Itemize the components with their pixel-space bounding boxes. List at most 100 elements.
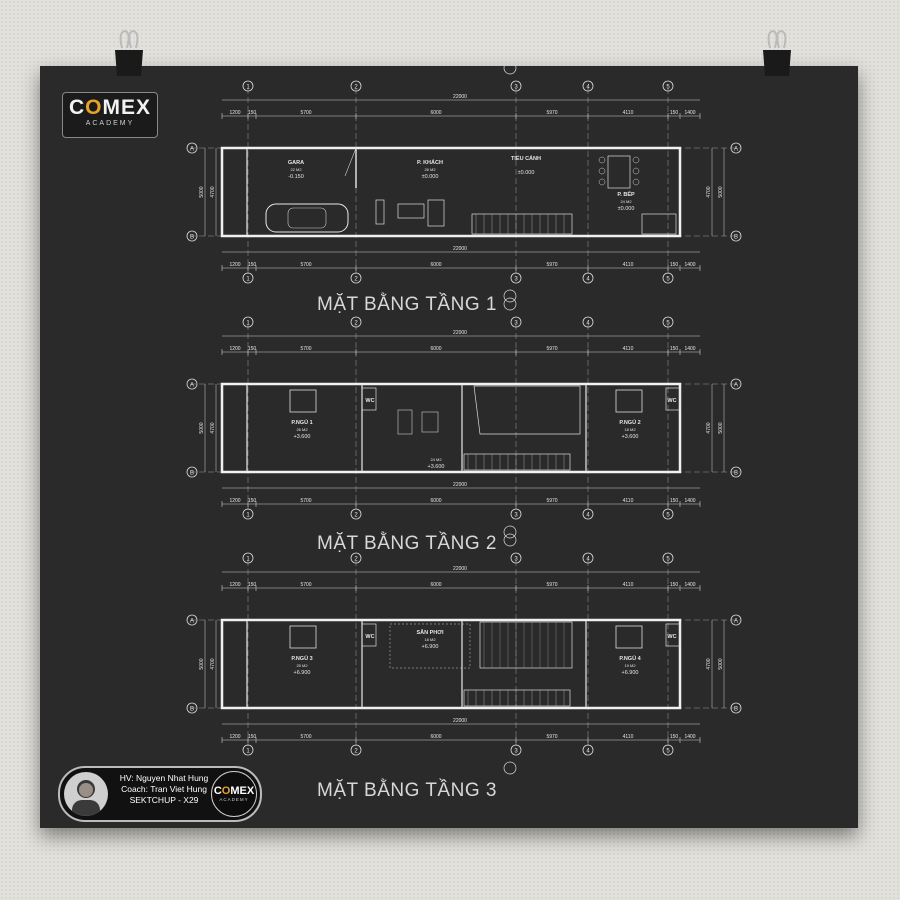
dimension-text: 1200 — [229, 262, 240, 268]
grid-label: 5 — [666, 277, 670, 283]
logo-sub: ACADEMY — [85, 120, 135, 127]
exterior-wall — [220, 382, 682, 474]
dimension-text: 4700 — [706, 658, 712, 669]
grid-label: 2 — [354, 749, 358, 755]
sofa-icon — [375, 199, 385, 225]
car-icon — [265, 203, 349, 233]
grid-bubble — [186, 702, 198, 714]
chair-icon — [598, 178, 606, 186]
room-level: -0.150 — [288, 174, 304, 180]
grid-label: A — [190, 147, 194, 153]
grid-label: B — [734, 707, 738, 713]
car-roof — [287, 207, 327, 229]
room-level: +3.600 — [428, 464, 445, 470]
dimension-text: 1200 — [229, 110, 240, 116]
wc-room — [361, 623, 377, 647]
grid-label: 2 — [354, 321, 358, 327]
dimension-text: 4700 — [210, 658, 216, 669]
dimension-text: 1200 — [229, 734, 240, 740]
dimension-total: 22000 — [453, 246, 467, 252]
grid-bubble — [730, 378, 742, 390]
grid-label: 4 — [586, 85, 590, 91]
grid-label: 4 — [586, 321, 590, 327]
grid-label: 1 — [246, 557, 250, 563]
room-level: +3.600 — [294, 434, 311, 440]
grid-label: 5 — [666, 557, 670, 563]
room-name: P. BẾP — [617, 191, 635, 198]
grid-label: 4 — [586, 749, 590, 755]
section-arrow-icon — [503, 66, 517, 75]
wc-room — [665, 387, 681, 411]
chair-icon — [632, 156, 640, 164]
grid-bubble — [662, 316, 674, 328]
dimension-text: 5700 — [300, 582, 311, 588]
dimension-text: 5700 — [300, 734, 311, 740]
bed-icon — [289, 389, 317, 413]
bed-icon — [615, 625, 643, 649]
dimension-text: 5000 — [199, 658, 205, 669]
grid-label: 3 — [514, 513, 518, 519]
grid-label: 3 — [514, 749, 518, 755]
dimension-text: 150 — [670, 262, 679, 268]
grid-label: 1 — [246, 277, 250, 283]
grid-bubble — [510, 744, 522, 756]
dimension-text: 4700 — [210, 186, 216, 197]
dimension-text: 1400 — [684, 734, 695, 740]
grid-label: B — [190, 471, 194, 477]
grid-label: A — [734, 147, 738, 153]
stair — [471, 213, 573, 235]
plan-title-2: MẶT BẰNG TẦNG 2 — [317, 533, 497, 554]
room-name: WC — [365, 634, 374, 640]
section-arrow-icon — [503, 289, 517, 303]
grid-bubble — [350, 316, 362, 328]
credit-badge: HV: Nguyen Nhat Hung Coach: Tran Viet Hu… — [58, 766, 262, 822]
dimension-text: 5970 — [546, 498, 557, 504]
door-swing — [344, 147, 357, 177]
grid-bubble — [582, 744, 594, 756]
credit-course: SEKTCHUP - X29 — [129, 795, 199, 805]
wc-room — [665, 623, 681, 647]
grid-bubble — [242, 272, 254, 284]
grid-label: 5 — [666, 513, 670, 519]
room-level: +6.900 — [622, 670, 639, 676]
stair — [463, 453, 571, 471]
wc-room — [361, 387, 377, 411]
chair-icon — [598, 167, 606, 175]
dimension-text: 6000 — [430, 110, 441, 116]
grid-bubble — [662, 508, 674, 520]
dimension-text: 150 — [670, 110, 679, 116]
dimension-text: 6000 — [430, 734, 441, 740]
dimension-text: 150 — [248, 734, 257, 740]
grid-label: 2 — [354, 513, 358, 519]
room-name: WC — [667, 634, 676, 640]
dimension-text: 4110 — [623, 582, 634, 588]
grid-label: 5 — [666, 321, 670, 327]
dimension-text: 4700 — [210, 422, 216, 433]
grid-bubble — [186, 142, 198, 154]
dimension-text: 6000 — [430, 498, 441, 504]
kitchen-counter — [641, 213, 677, 235]
chair-icon — [632, 167, 640, 175]
grid-label: 3 — [514, 85, 518, 91]
dimension-text: 5000 — [718, 422, 724, 433]
dimension-text: 1200 — [229, 346, 240, 352]
grid-bubble — [582, 508, 594, 520]
room-name: WC — [667, 398, 676, 404]
grid-label: 3 — [514, 321, 518, 327]
grid-bubble — [242, 552, 254, 564]
grid-label: 1 — [246, 749, 250, 755]
grid-bubble — [186, 378, 198, 390]
room-area: 18 M2 — [424, 637, 436, 642]
room-area: 24 M2 — [620, 199, 632, 204]
grid-label: 1 — [246, 321, 250, 327]
dining-table — [607, 155, 631, 189]
grid-label: B — [190, 235, 194, 241]
dimension-text: 5970 — [546, 582, 557, 588]
grid-bubble — [510, 316, 522, 328]
grid-label: A — [734, 619, 738, 625]
dimension-text: 150 — [248, 110, 257, 116]
grid-bubble — [662, 552, 674, 564]
grid-bubble — [510, 80, 522, 92]
